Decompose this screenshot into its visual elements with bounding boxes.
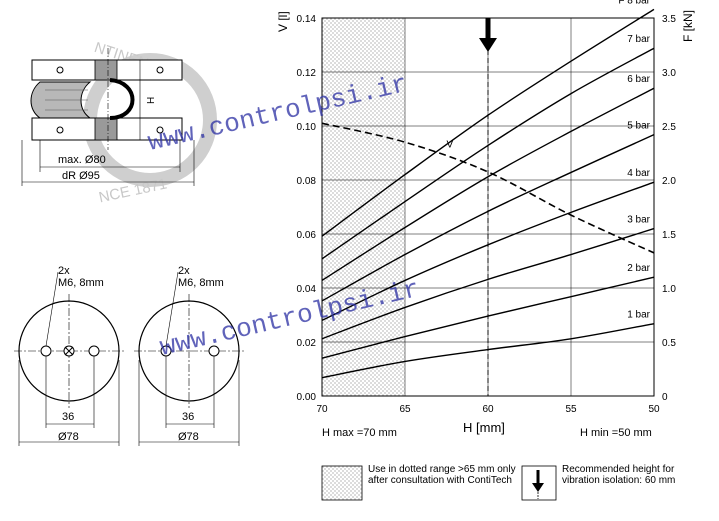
legend-dotted-text: Use in dotted range >65 mm only after co… xyxy=(368,464,516,486)
hole-left-b xyxy=(88,345,100,357)
dr-dia-label: dR Ø95 xyxy=(62,170,100,182)
thread-left: M6, 8mm xyxy=(58,277,104,289)
left-tick-label-0: 0.00 xyxy=(297,392,317,403)
series-label-2-bar: 2 bar xyxy=(627,263,650,274)
left-tick-label-4: 0.08 xyxy=(297,176,317,187)
left-axis-label: V [l] xyxy=(276,11,290,32)
cross-section-drawing: NTINENTAL NCE 1871 H max. Ø80 xyxy=(21,39,217,206)
series-label-1-bar: 1 bar xyxy=(627,310,650,321)
left-tick-label-7: 0.14 xyxy=(297,14,317,25)
series-label-f-8-bar: F 8 bar xyxy=(618,0,650,6)
series-label-4-bar: 4 bar xyxy=(627,168,650,179)
right-tick-label-1: 0.5 xyxy=(662,338,676,349)
chart-ticks: 70 65 60 55 50 0.00 0 0.02 0.5 0.04 1.0 0.06 1.5 0.08… xyxy=(297,14,677,415)
hmin-label: H min =50 mm xyxy=(580,427,652,439)
right-tick-label-7: 3.5 xyxy=(662,14,676,25)
series-line-6-bar xyxy=(321,87,655,282)
bottom-plate-hatch xyxy=(94,117,118,141)
x-tick-label-60: 60 xyxy=(482,404,494,415)
x-tick-label-55: 55 xyxy=(565,404,577,415)
legend-arrow-text: Recommended height for vibration isolati… xyxy=(562,464,676,486)
legend-dotted-swatch xyxy=(321,465,363,501)
chart: 1 bar 2 bar 3 bar 4 bar 5 bar 6 bar 7 bar F 8 b… xyxy=(276,0,695,439)
max-dia-label: max. Ø80 xyxy=(58,154,106,166)
diameter-left: Ø78 xyxy=(58,431,79,443)
right-tick-label-3: 1.5 xyxy=(662,230,676,241)
right-tick-label-4: 2.0 xyxy=(662,176,676,187)
series-label-5-bar: 5 bar xyxy=(627,121,650,132)
height-label: H xyxy=(146,97,157,104)
diameter-right: Ø78 xyxy=(178,431,199,443)
right-axis-label: F [kN] xyxy=(681,10,695,42)
legend-arrow-icon xyxy=(532,470,544,499)
left-tick-label-2: 0.04 xyxy=(297,284,317,295)
right-tick-label-5: 2.5 xyxy=(662,122,676,133)
right-tick-label-2: 1.0 xyxy=(662,284,676,295)
series-line-3-bar xyxy=(321,227,655,340)
x-axis-label: H [mm] xyxy=(463,420,505,435)
left-tick-label-5: 0.10 xyxy=(297,122,317,133)
top-plate-hatch xyxy=(94,59,118,81)
hmax-label: H max =70 mm xyxy=(322,427,397,439)
series-line-7-bar xyxy=(321,47,655,260)
series-line-v xyxy=(321,122,655,254)
holes-count-right: 2x xyxy=(178,265,190,277)
x-tick-label-50: 50 xyxy=(648,404,660,415)
volume-curve-label: V xyxy=(447,140,454,151)
left-tick-label-3: 0.06 xyxy=(297,230,317,241)
hole-left-a xyxy=(40,345,52,357)
x-tick-label-70: 70 xyxy=(316,404,328,415)
series-label-6-bar: 6 bar xyxy=(627,74,650,85)
right-tick-label-0: 0 xyxy=(662,392,668,403)
holes-count-left: 2x xyxy=(58,265,70,277)
plate-view-right: 2x M6, 8mm 36 Ø78 xyxy=(134,265,244,446)
x-tick-label-65: 65 xyxy=(399,404,411,415)
bellow-right xyxy=(109,78,135,120)
spacing-right: 36 xyxy=(182,411,194,423)
series-label-7-bar: 7 bar xyxy=(627,34,650,45)
right-tick-label-6: 3.0 xyxy=(662,68,676,79)
down-arrow-icon xyxy=(479,18,497,52)
left-tick-label-1: 0.02 xyxy=(297,338,317,349)
center-cross-icon xyxy=(63,345,75,357)
plate-view-left: 2x M6, 8mm 36 Ø78 xyxy=(14,265,124,446)
series-label-3-bar: 3 bar xyxy=(627,215,650,226)
left-tick-label-6: 0.12 xyxy=(297,68,317,79)
legend: Use in dotted range >65 mm only after co… xyxy=(321,464,676,501)
spacing-left: 36 xyxy=(62,411,74,423)
thread-right: M6, 8mm xyxy=(178,277,224,289)
